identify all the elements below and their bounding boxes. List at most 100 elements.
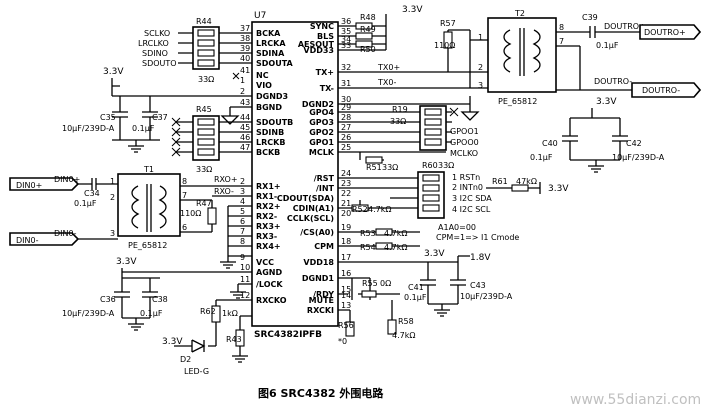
pin-number: 28 bbox=[341, 113, 351, 122]
pin-name-gpo1: GPO1 bbox=[309, 138, 334, 147]
r62-value: 1kΩ bbox=[222, 309, 238, 318]
c35-value: 10μF/239D-A bbox=[62, 124, 115, 133]
pin-name-rx4-: RX4+ bbox=[256, 242, 281, 251]
led-label: LED-G bbox=[184, 367, 209, 376]
net-rxo-minus: RXO- bbox=[214, 187, 234, 196]
r60-ref: R60 bbox=[422, 161, 438, 170]
r51-ref: R51 bbox=[366, 163, 382, 172]
t2-pin: 1 bbox=[478, 33, 483, 42]
c37-value: 0.1μF bbox=[132, 124, 155, 133]
sig-intn0: 2 INTn0 bbox=[452, 183, 483, 192]
pin-number: 45 bbox=[240, 123, 250, 132]
r52-value: 4.7kΩ bbox=[368, 205, 391, 214]
sig-gpoo0: GPOO0 bbox=[450, 138, 479, 147]
pin-name--rst: /RST bbox=[314, 174, 335, 183]
t1-pin: 7 bbox=[182, 191, 187, 200]
r51-value: 33Ω bbox=[382, 163, 398, 172]
pin-name-vdd18: VDD18 bbox=[303, 258, 334, 267]
pin-name-rx1-: RX1- bbox=[256, 192, 277, 201]
sig-mclko: MCLKO bbox=[450, 149, 478, 158]
watermark: www.55dianzi.com bbox=[570, 392, 701, 408]
pin-number: 25 bbox=[341, 143, 351, 152]
chip-left-pins: BCKA37LRCKA38SDINA39SDOUTA40NC41VIO1DGND… bbox=[240, 24, 294, 305]
c40-ref: C40 bbox=[542, 139, 558, 148]
pin-name-vdd33: VDD33 bbox=[303, 46, 334, 55]
r57-value: 110Ω bbox=[434, 41, 455, 50]
pin-number: 14 bbox=[341, 291, 351, 300]
pin-name-cdout-sda-: CDOUT(SDA) bbox=[277, 194, 334, 203]
sig-sdouto: SDOUTO bbox=[142, 59, 177, 68]
c42-value: 10μF/239D-A bbox=[612, 153, 665, 162]
pin-name-rx1-: RX1+ bbox=[256, 182, 281, 191]
pin-name-dgnd1: DGND1 bbox=[302, 274, 335, 283]
pin-name-bcka: BCKA bbox=[256, 29, 281, 38]
pin-name-vcc: VCC bbox=[256, 258, 274, 267]
pin-name-bls: BLS bbox=[317, 32, 334, 41]
t1-pin: 6 bbox=[182, 223, 187, 232]
pin-name-lrckb: LRCKB bbox=[256, 138, 285, 147]
pin-name-sdina: SDINA bbox=[256, 49, 285, 58]
pin-name-mclk: MCLK bbox=[309, 148, 335, 157]
pin-number: 26 bbox=[341, 133, 351, 142]
t2-part: PE_65812 bbox=[498, 97, 537, 106]
pin-number: 37 bbox=[240, 24, 250, 33]
c36-ref: C36 bbox=[100, 295, 116, 304]
r49-ref: R49 bbox=[360, 25, 376, 34]
pin-number: 13 bbox=[341, 301, 351, 310]
pin-number: 10 bbox=[240, 263, 250, 272]
net-doutro-minus: DOUTRO- bbox=[594, 77, 632, 86]
pin-name-dgnd3: DGND3 bbox=[256, 92, 288, 101]
supply-3v3-b: 3.3V bbox=[402, 5, 423, 15]
pin-name-tx-: TX+ bbox=[316, 68, 334, 77]
pin-name-rx2-: RX2+ bbox=[256, 202, 281, 211]
t1-part: PE_65812 bbox=[128, 241, 167, 250]
c34-value: 0.1μF bbox=[74, 199, 97, 208]
pin-number: 21 bbox=[341, 199, 351, 208]
pin-number: 43 bbox=[240, 98, 250, 107]
pin-name-cdin-a1-: CDIN(A1) bbox=[293, 204, 334, 213]
pin-name-agnd: AGND bbox=[256, 268, 282, 277]
pin-number: 15 bbox=[341, 285, 351, 294]
supply-3v3-a: 3.3V bbox=[103, 67, 124, 77]
pin-name-bckb: BCKB bbox=[256, 148, 280, 157]
r61-ref: R61 bbox=[492, 177, 508, 186]
r19-ref: R19 bbox=[392, 105, 408, 114]
pin-name-rx3-: RX3- bbox=[256, 232, 277, 241]
pin-number: 11 bbox=[240, 275, 250, 284]
c35-ref: C35 bbox=[100, 113, 116, 122]
c34-ref: C34 bbox=[84, 189, 100, 198]
c40-value: 0.1μF bbox=[530, 153, 553, 162]
r53-ref: R53 bbox=[360, 229, 376, 238]
tx-section: 3.3V R48 R49 R50 TX0+ TX0- R57 110Ω T2 P… bbox=[338, 5, 701, 106]
supply-3v3-f: 3.3V bbox=[116, 257, 137, 267]
t2-pin: 2 bbox=[478, 63, 483, 72]
t2-ref: T2 bbox=[514, 9, 525, 18]
r57-ref: R57 bbox=[440, 19, 456, 28]
pin-name-sync: SYNC bbox=[310, 22, 334, 31]
pin-number: 2 bbox=[240, 177, 245, 186]
pin-number: 32 bbox=[341, 63, 351, 72]
pin-name-sdinb: SDINB bbox=[256, 128, 284, 137]
t2-transformer bbox=[487, 17, 557, 93]
note-cpm: CPM=1=> I1 Cmode bbox=[436, 233, 519, 242]
pin-number: 34 bbox=[341, 35, 351, 44]
r52-ref: R52 bbox=[352, 205, 368, 214]
sig-lrclko: LRCLKO bbox=[138, 39, 169, 48]
pin-name-rxcko: RXCKO bbox=[256, 296, 287, 305]
supply-3v3-e: 3.3V bbox=[424, 249, 445, 259]
t1-pin: 3 bbox=[110, 229, 115, 238]
port-din-plus bbox=[9, 177, 80, 191]
control-resistors: R52 4.7kΩ R53 4.7kΩ R54 4.7kΩ 3.3V bbox=[338, 200, 445, 259]
r61-value: 47kΩ bbox=[516, 177, 537, 186]
c36-value: 10μF/239D-A bbox=[62, 309, 115, 318]
pin-number: 23 bbox=[341, 179, 351, 188]
u7-chip-body bbox=[251, 21, 339, 327]
r45-ref: R45 bbox=[196, 105, 212, 114]
sig-i2c-scl: 4 I2C SCL bbox=[452, 205, 491, 214]
u7-part: SRC4382IPFB bbox=[254, 330, 322, 340]
pin-number: 31 bbox=[341, 79, 351, 88]
c38-ref: C38 bbox=[152, 295, 168, 304]
pin-name-rx2-: RX2- bbox=[256, 212, 277, 221]
u7-ref: U7 bbox=[254, 11, 266, 21]
